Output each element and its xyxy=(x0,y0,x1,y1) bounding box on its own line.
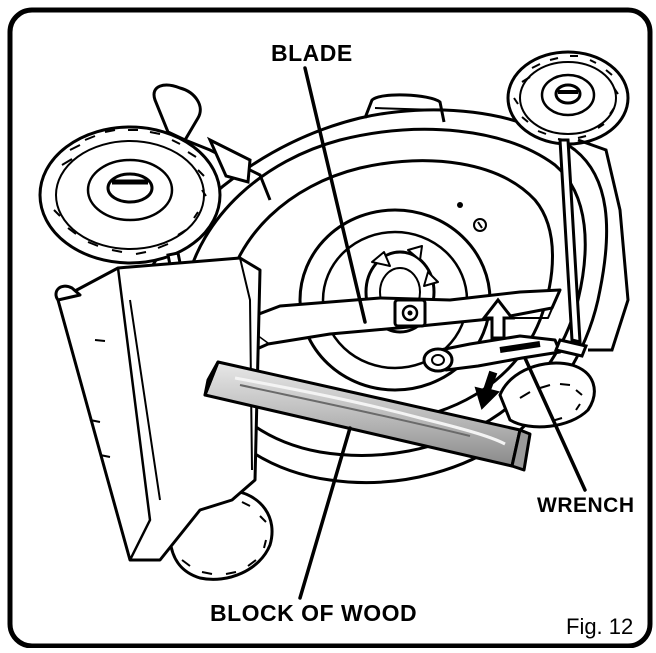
arrow-up-icon xyxy=(480,297,516,340)
leader-line-wrench xyxy=(523,356,587,492)
wheel-top-left xyxy=(38,125,222,265)
wrench-label: WRENCH xyxy=(537,494,635,517)
leader-line-blade xyxy=(303,66,367,324)
right-axle xyxy=(553,138,630,358)
leader-lines xyxy=(298,66,587,600)
figure-number: Fig. 12 xyxy=(566,614,634,639)
block-of-wood-label: BLOCK OF WOOD xyxy=(210,600,418,626)
blade-label: BLADE xyxy=(271,40,353,66)
wheel-top-right xyxy=(506,50,630,146)
rear-chute xyxy=(54,256,262,562)
throttle-knob xyxy=(152,83,272,201)
leader-line-wood xyxy=(298,426,352,600)
arrow-down-icon xyxy=(474,370,500,410)
blade-part xyxy=(236,288,562,354)
block-of-wood xyxy=(203,360,532,472)
